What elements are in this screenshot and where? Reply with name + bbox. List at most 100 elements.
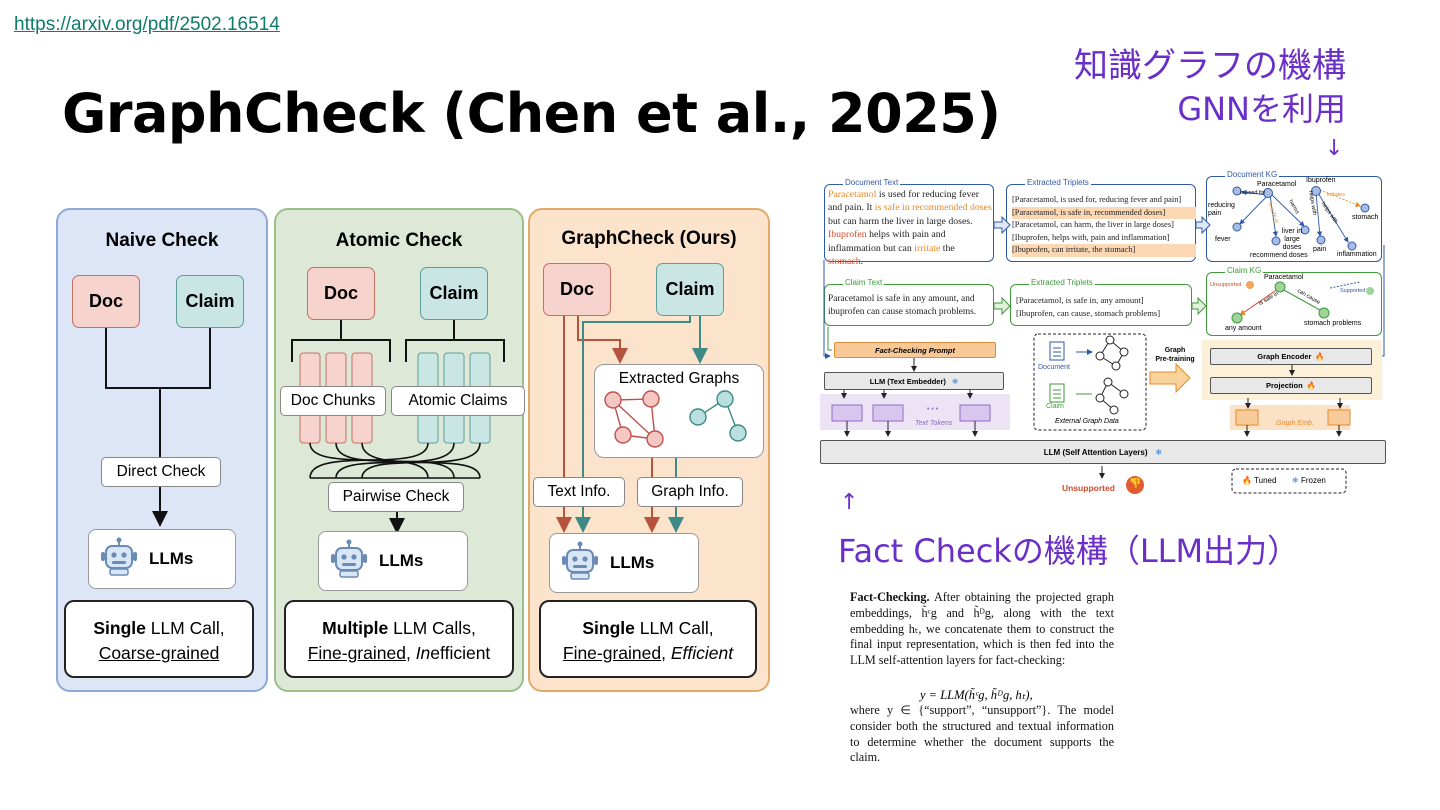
thumbs-down-icon: 👎	[1129, 478, 1142, 489]
robot-icon	[560, 541, 600, 586]
llm-self-attention-box: LLM (Self Attention Layers)❄	[820, 440, 1386, 464]
document-text-frame: Document Text Paracetamol is used for re…	[824, 178, 994, 267]
fire-icon: 🔥	[1242, 476, 1252, 485]
graph-doc-node: Doc	[543, 263, 611, 316]
naive-summary-line2: Coarse-grained	[98, 643, 220, 663]
paper-paragraph-2: where y ∈ {“support”, “unsupport”}. The …	[850, 702, 1114, 765]
fact-check-note: Fact Checkの機構（LLM出力）	[838, 532, 1300, 570]
graph-info-label: Graph Info.	[637, 477, 743, 507]
document-text-label: Document Text	[843, 178, 901, 187]
graphcheck-title: GraphCheck (Ours)	[561, 228, 737, 249]
fire-icon: 🔥	[1306, 381, 1317, 390]
kg-pain: pain	[1313, 246, 1327, 253]
graph-efficient: Efficient	[670, 643, 734, 663]
graph-summary-rest: LLM Call,	[634, 618, 714, 638]
doc-triplets-frame: Extracted Triplets [Paracetamol, is used…	[1006, 178, 1196, 262]
naive-claim-node: Claim	[176, 275, 244, 328]
claim-kg-label: Claim KG	[1225, 266, 1264, 275]
atomic-doc-node: Doc	[307, 267, 375, 320]
text-info-label: Text Info.	[533, 477, 625, 507]
atomic-title: Atomic Check	[335, 230, 463, 251]
comparison-connectors	[105, 316, 708, 534]
atomic-fine-grained: Fine-grained	[307, 643, 406, 663]
graph-emb-label: Graph Emb.	[1276, 420, 1314, 427]
doc-triplets-list: [Paracetamol, is used for, reducing feve…	[1012, 194, 1196, 257]
naive-llm-label: LLMs	[149, 549, 194, 568]
claim-kg-any-amount: any amount	[1225, 325, 1262, 332]
pairwise-check-label: Pairwise Check	[328, 482, 464, 512]
naive-llm-box: LLMs	[88, 529, 236, 589]
kg-edge-irritates: irritates	[1327, 192, 1346, 198]
kg-mechanism-note: 知識グラフの機構	[1074, 46, 1346, 86]
robot-icon	[99, 537, 139, 582]
robot-icon	[329, 539, 369, 584]
atomic-summary: Multiple LLM Calls, Fine-grained, Ineffi…	[284, 600, 514, 678]
atomic-efficient: efficient	[430, 643, 491, 663]
legend-tuned: 🔥 Tuned	[1242, 476, 1277, 485]
uses-gnn-note: GNNを利用	[1177, 90, 1346, 128]
mini-graph-icon	[604, 390, 747, 448]
slide-title: GraphCheck (Chen et al., 2025)	[62, 82, 1001, 145]
kg-liver: liver in large doses	[1281, 228, 1303, 251]
paper-excerpt: Fact-Checking. After obtaining the proje…	[850, 590, 1114, 766]
atomic-llm-box: LLMs	[318, 531, 468, 591]
naive-title: Naive Check	[105, 230, 219, 251]
up-arrow-icon: ↑	[840, 490, 859, 515]
kg-fever: fever	[1215, 236, 1231, 243]
kg-recommend-doses: recommend doses	[1250, 252, 1308, 259]
claim-kg-supported: Supported	[1340, 288, 1366, 294]
claim-triplets-label: Extracted Triplets	[1029, 278, 1095, 287]
graph-summary-bold: Single	[582, 618, 635, 638]
kg-edge-used: is used for	[1240, 190, 1266, 196]
document-text-body: Paracetamol is used for reducing fever a…	[828, 189, 992, 268]
projection-box: Projection🔥	[1210, 377, 1372, 394]
graph-llm-label: LLMs	[610, 553, 655, 572]
down-arrow-icon: ↓	[1325, 136, 1344, 161]
paper-paragraph-1: Fact-Checking. After obtaining the proje…	[850, 590, 1114, 668]
token-dots: • • •	[927, 406, 939, 413]
atomic-in: In	[415, 643, 431, 663]
ext-claim-label: Claim	[1046, 403, 1064, 410]
atomic-comma: ,	[405, 643, 416, 663]
direct-check-label: Direct Check	[101, 457, 221, 487]
doc-triplets-label: Extracted Triplets	[1025, 178, 1091, 187]
fact-checking-prompt-box: Fact-Checking Prompt	[834, 342, 996, 358]
graph-comma: ,	[661, 643, 671, 663]
extracted-graphs-box: Extracted Graphs	[594, 364, 764, 458]
graph-summary: Single LLM Call, Fine-grained, Efficient	[539, 600, 757, 678]
kg-paracetamol: Paracetamol	[1257, 181, 1297, 188]
atomic-summary-rest: LLM Calls,	[388, 618, 476, 638]
atomic-llm-label: LLMs	[379, 551, 424, 570]
claim-kg-paracetamol: Paracetamol	[1264, 274, 1304, 281]
atomic-summary-bold: Multiple	[322, 618, 389, 638]
atomic-claim-node: Claim	[420, 267, 488, 320]
paper-heading: Fact-Checking.	[850, 590, 930, 604]
claim-text-body: Paracetamol is safe in any amount, and i…	[828, 294, 977, 317]
llm-text-embedder-box: LLM (Text Embedder)❄	[824, 372, 1004, 390]
unsupported-output: Unsupported	[1062, 483, 1115, 493]
claim-triplets-frame: Extracted Triplets [Paracetamol, is safe…	[1010, 278, 1192, 326]
naive-summary-bold: Single	[93, 618, 146, 638]
atomic-claims-label: Atomic Claims	[391, 386, 525, 416]
naive-summary: Single LLM Call, Coarse-grained	[64, 600, 254, 678]
naive-doc-node: Doc	[72, 275, 140, 328]
graph-encoder-box: Graph Encoder🔥	[1210, 348, 1372, 365]
snowflake-icon: ❄	[951, 376, 959, 386]
graph-claim-node: Claim	[656, 263, 724, 316]
claim-kg-frame: Claim KG	[1206, 266, 1382, 336]
source-link[interactable]: https://arxiv.org/pdf/2502.16514	[14, 14, 280, 35]
claim-triplets-list: [Paracetamol, is safe in, any amount] [I…	[1016, 295, 1161, 318]
claim-kg-stomach: stomach problems	[1304, 320, 1362, 327]
external-graph-data-label: External Graph Data	[1055, 418, 1119, 425]
kg-reducing-pain: reducing pain	[1208, 202, 1235, 217]
graph-llm-box: LLMs	[549, 533, 699, 593]
kg-inflammation: inflammation	[1337, 251, 1377, 258]
graph-pretraining-label: Graph Pre-training	[1155, 347, 1195, 363]
graph-fine-grained: Fine-grained	[562, 643, 662, 663]
extracted-graphs-label: Extracted Graphs	[618, 370, 740, 387]
kg-ibuprofen: Ibuprofen	[1306, 177, 1336, 184]
legend-frozen: ❄ Frozen	[1292, 476, 1326, 485]
claim-text-label: Claim Text	[843, 278, 885, 287]
paper-equation: y = LLM(h̃ᶜg, h̃ᴰg, hₜ),	[920, 688, 1033, 702]
doc-chunks-label: Doc Chunks	[280, 386, 386, 416]
